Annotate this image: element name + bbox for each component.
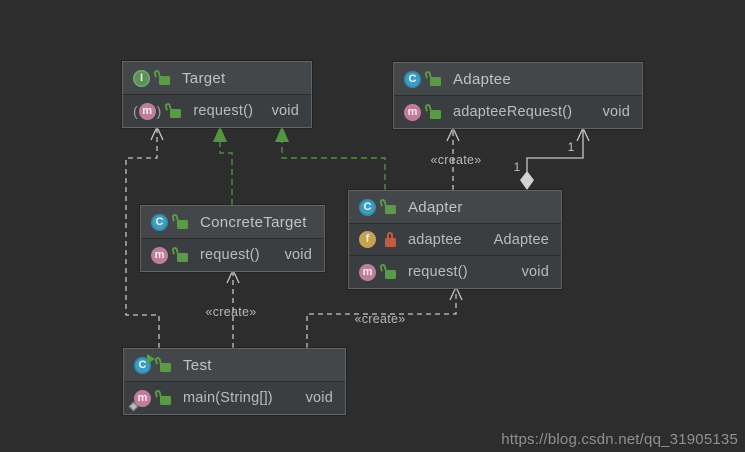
member-type: void bbox=[284, 247, 312, 263]
class-icon: C bbox=[151, 213, 168, 231]
class-target[interactable]: I Target m request() void bbox=[122, 61, 312, 128]
member-type: void bbox=[602, 104, 630, 120]
edge-implements-concretetarget-target[interactable] bbox=[213, 126, 233, 205]
create-label-test-concretetarget: «create» bbox=[205, 305, 257, 319]
class-title: Adapter bbox=[408, 198, 463, 216]
public-lock-icon bbox=[170, 109, 182, 118]
edge-aggregation-adapter-adaptee[interactable] bbox=[520, 126, 590, 190]
class-adapter[interactable]: C Adapter f adaptee Adaptee m request() … bbox=[348, 190, 562, 289]
member-type: void bbox=[271, 103, 299, 119]
member-type: void bbox=[305, 390, 333, 406]
csdn-watermark: https://blog.csdn.net/qq_31905135 bbox=[501, 431, 738, 448]
public-lock-icon bbox=[430, 110, 441, 119]
member-row[interactable]: m request() void bbox=[123, 95, 311, 127]
public-lock-icon bbox=[177, 253, 188, 262]
class-concretetarget-header[interactable]: C ConcreteTarget bbox=[141, 206, 324, 239]
class-icon: C bbox=[404, 70, 421, 88]
multiplicity-label-lower: 1 bbox=[513, 160, 521, 174]
field-name: adaptee bbox=[408, 231, 462, 248]
member-name: request() bbox=[408, 264, 468, 280]
method-icon: m bbox=[404, 103, 421, 121]
public-lock-icon bbox=[177, 220, 188, 229]
public-lock-icon bbox=[430, 77, 441, 86]
class-adaptee-header[interactable]: C Adaptee bbox=[394, 63, 642, 96]
create-label-adapter-adaptee: «create» bbox=[430, 153, 482, 167]
public-lock-icon bbox=[160, 363, 171, 372]
triangle-arrowhead-icon bbox=[275, 126, 289, 142]
class-adapter-header[interactable]: C Adapter bbox=[349, 191, 561, 224]
run-triangle-icon bbox=[147, 353, 155, 364]
member-name: adapteeRequest() bbox=[453, 104, 573, 120]
create-label-test-adapter: «create» bbox=[354, 312, 406, 326]
field-type: Adaptee bbox=[493, 231, 549, 248]
member-row[interactable]: m request() void bbox=[141, 239, 324, 271]
field-row[interactable]: f adaptee Adaptee bbox=[349, 224, 561, 256]
class-title: Test bbox=[183, 356, 212, 374]
field-icon: f bbox=[359, 231, 376, 248]
multiplicity-label-upper: 1 bbox=[567, 140, 575, 154]
method-icon: m bbox=[151, 246, 168, 264]
private-lock-icon bbox=[385, 231, 396, 247]
interface-icon: I bbox=[133, 69, 150, 87]
runnable-class-icon: C bbox=[134, 353, 155, 374]
aggregation-diamond-icon bbox=[520, 171, 534, 190]
member-name: request() bbox=[200, 247, 260, 263]
class-concretetarget[interactable]: C ConcreteTarget m request() void bbox=[140, 205, 325, 272]
abstract-method-icon: m bbox=[133, 102, 161, 120]
public-lock-icon bbox=[159, 76, 170, 85]
member-type: void bbox=[521, 264, 549, 280]
triangle-arrowhead-icon bbox=[213, 126, 227, 142]
public-lock-icon bbox=[160, 396, 171, 405]
class-test[interactable]: C Test m main(String[]) void bbox=[123, 348, 346, 415]
class-test-header[interactable]: C Test bbox=[124, 349, 345, 382]
class-title: Adaptee bbox=[453, 70, 511, 88]
class-title: Target bbox=[182, 69, 226, 87]
member-row[interactable]: m main(String[]) void bbox=[124, 382, 345, 414]
public-lock-icon bbox=[385, 270, 396, 279]
static-marker-icon bbox=[128, 401, 139, 411]
class-target-header[interactable]: I Target bbox=[123, 62, 311, 95]
class-title: ConcreteTarget bbox=[200, 213, 307, 231]
static-method-icon: m bbox=[128, 389, 151, 411]
method-icon: m bbox=[359, 263, 376, 281]
member-name: main(String[]) bbox=[183, 390, 273, 406]
class-icon: C bbox=[359, 198, 376, 216]
member-row[interactable]: m adapteeRequest() void bbox=[394, 96, 642, 128]
member-row[interactable]: m request() void bbox=[349, 256, 561, 288]
public-lock-icon bbox=[385, 205, 396, 214]
member-name: request() bbox=[193, 103, 254, 119]
class-adaptee[interactable]: C Adaptee m adapteeRequest() void bbox=[393, 62, 643, 129]
edge-implements-adapter-target[interactable] bbox=[275, 126, 386, 190]
